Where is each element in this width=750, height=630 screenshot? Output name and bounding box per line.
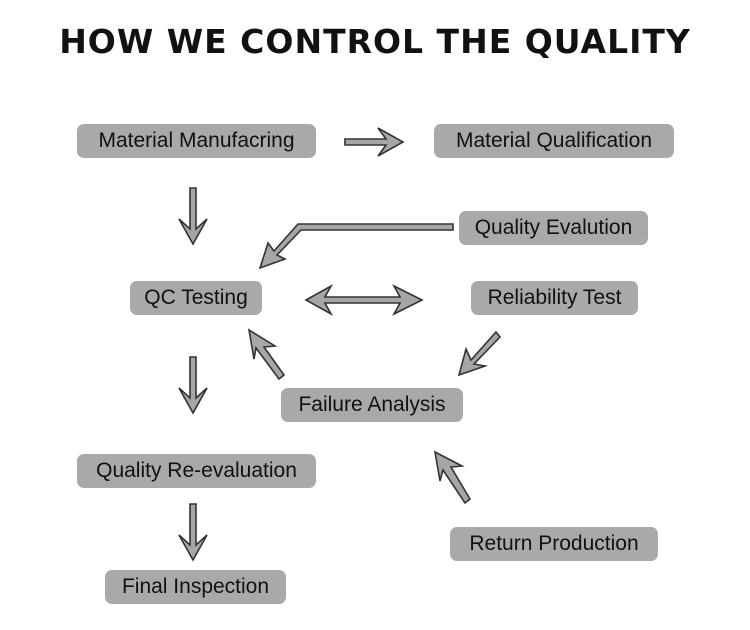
step-label: Quality Re-evaluation — [96, 459, 297, 482]
arrow-down-icon — [178, 187, 208, 246]
step-label: Failure Analysis — [298, 393, 446, 416]
step-material-manufacturing: Material Manufacring — [77, 124, 316, 158]
step-material-qualification: Material Qualification — [434, 124, 674, 158]
step-quality-reevaluation: Quality Re-evaluation — [77, 454, 316, 488]
arrow-diagonal-up-icon — [247, 328, 286, 381]
step-label: Return Production — [469, 532, 639, 555]
step-quality-evaluation: Quality Evalution — [459, 211, 648, 245]
step-final-inspection: Final Inspection — [105, 570, 286, 604]
step-label: Material Qualification — [455, 129, 653, 152]
page-title: HOW WE CONTROL THE QUALITY — [59, 22, 691, 61]
arrow-diagonal-up-icon — [433, 450, 472, 505]
arrow-double-icon — [304, 283, 424, 317]
step-label: Quality Evalution — [474, 216, 633, 239]
step-qc-testing: QC Testing — [130, 281, 262, 315]
arrow-diagonal-down-icon — [457, 330, 502, 377]
arrow-bent-icon — [258, 223, 454, 270]
step-label: QC Testing — [144, 286, 248, 309]
step-label: Final Inspection — [121, 575, 270, 598]
step-label: Reliability Test — [487, 286, 622, 309]
step-failure-analysis: Failure Analysis — [281, 388, 463, 422]
arrow-down-icon — [178, 503, 208, 562]
step-return-production: Return Production — [450, 527, 658, 561]
arrow-right-icon — [344, 127, 405, 157]
arrow-down-icon — [178, 356, 208, 415]
step-reliability-test: Reliability Test — [471, 281, 638, 315]
step-label: Material Manufacring — [98, 129, 295, 152]
